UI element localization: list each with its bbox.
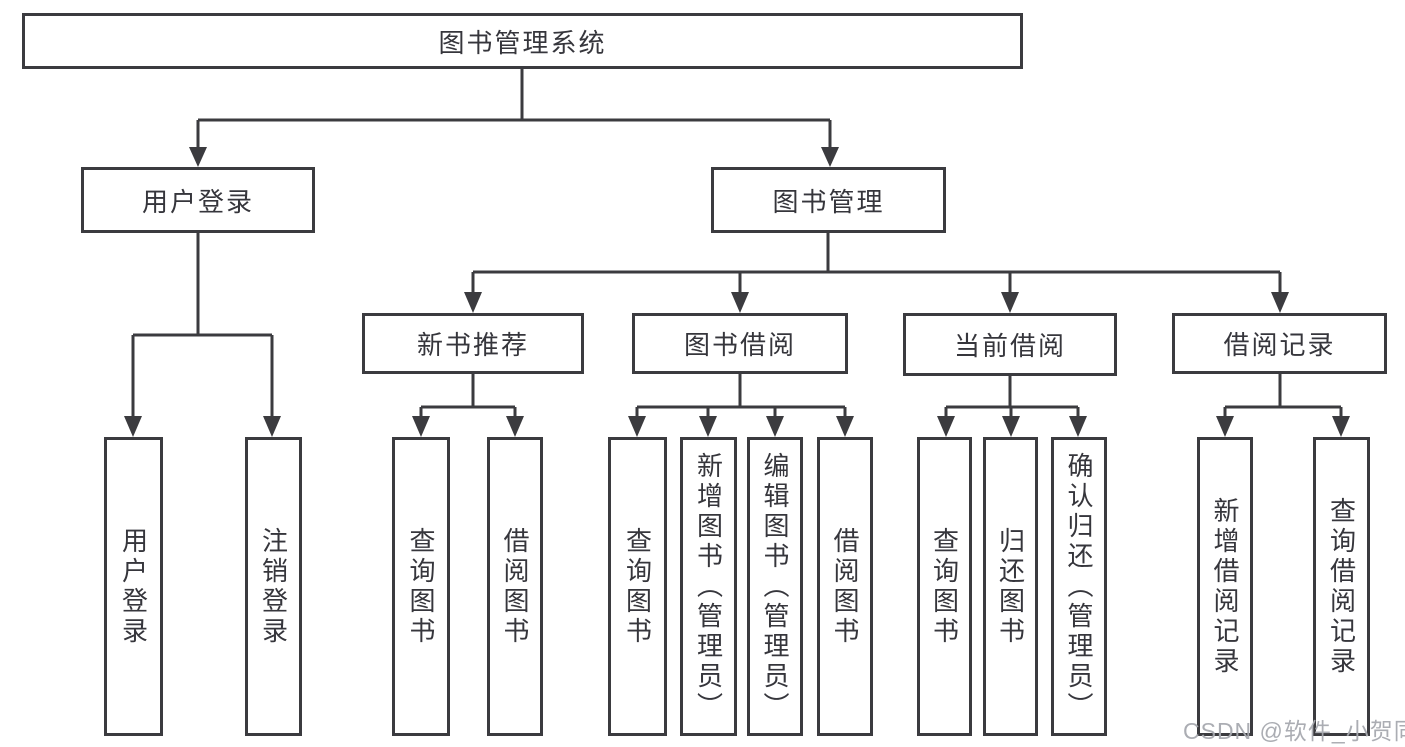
- leaf-add-books-admin-label: 新增图书（管理员）: [693, 451, 724, 722]
- leaf-borrow-books: 借阅图书: [817, 437, 873, 736]
- leaf-borrow-books-recommend: 借阅图书: [487, 437, 543, 736]
- node-current-borrowing: 当前借阅: [903, 313, 1117, 376]
- node-library-system-label: 图书管理系统: [438, 27, 607, 58]
- leaf-confirm-return-admin: 确认归还（管理员）: [1051, 437, 1107, 736]
- leaf-confirm-return-admin-label: 确认归还（管理员）: [1064, 451, 1094, 722]
- leaf-logout-label: 注销登录: [258, 526, 289, 647]
- leaf-return-books: 归还图书: [983, 437, 1038, 736]
- node-book-management: 图书管理: [711, 167, 946, 233]
- leaf-edit-books-admin-label: 编辑图书（管理员）: [760, 451, 790, 722]
- node-book-borrowing-label: 图书借阅: [683, 330, 796, 360]
- leaf-query-books-current: 查询图书: [917, 437, 972, 736]
- leaf-query-books-borrow-label: 查询图书: [622, 526, 653, 647]
- leaf-query-books-recommend: 查询图书: [392, 437, 450, 736]
- node-user-login-label: 用户登录: [141, 186, 254, 217]
- leaf-add-borrow-record-label: 新增借阅记录: [1210, 496, 1240, 677]
- leaf-query-books-borrow: 查询图书: [608, 437, 667, 736]
- leaf-add-books-admin: 新增图书（管理员）: [680, 437, 737, 736]
- leaf-user-login: 用户登录: [104, 437, 163, 736]
- node-user-login: 用户登录: [81, 167, 315, 233]
- node-library-system: 图书管理系统: [22, 13, 1023, 69]
- node-book-borrowing: 图书借阅: [632, 313, 848, 374]
- node-book-management-label: 图书管理: [772, 186, 885, 217]
- node-borrowing-records: 借阅记录: [1172, 313, 1387, 374]
- leaf-query-books-recommend-label: 查询图书: [406, 526, 436, 647]
- node-current-borrowing-label: 当前借阅: [953, 331, 1066, 361]
- leaf-user-login-label: 用户登录: [118, 526, 149, 647]
- leaf-borrow-books-label: 借阅图书: [830, 526, 860, 647]
- watermark: CSDN @软件_小贺同学: [1183, 718, 1405, 744]
- node-new-book-recommend-label: 新书推荐: [416, 330, 529, 360]
- node-borrowing-records-label: 借阅记录: [1223, 330, 1336, 360]
- leaf-logout: 注销登录: [245, 437, 302, 736]
- leaf-add-borrow-record: 新增借阅记录: [1197, 437, 1253, 736]
- leaf-edit-books-admin: 编辑图书（管理员）: [747, 437, 803, 736]
- leaf-borrow-books-recommend-label: 借阅图书: [500, 526, 530, 647]
- leaf-query-borrow-record-label: 查询借阅记录: [1326, 496, 1357, 677]
- leaf-query-books-current-label: 查询图书: [929, 526, 960, 647]
- leaf-return-books-label: 归还图书: [995, 526, 1026, 647]
- node-new-book-recommend: 新书推荐: [362, 313, 584, 374]
- leaf-query-borrow-record: 查询借阅记录: [1313, 437, 1370, 736]
